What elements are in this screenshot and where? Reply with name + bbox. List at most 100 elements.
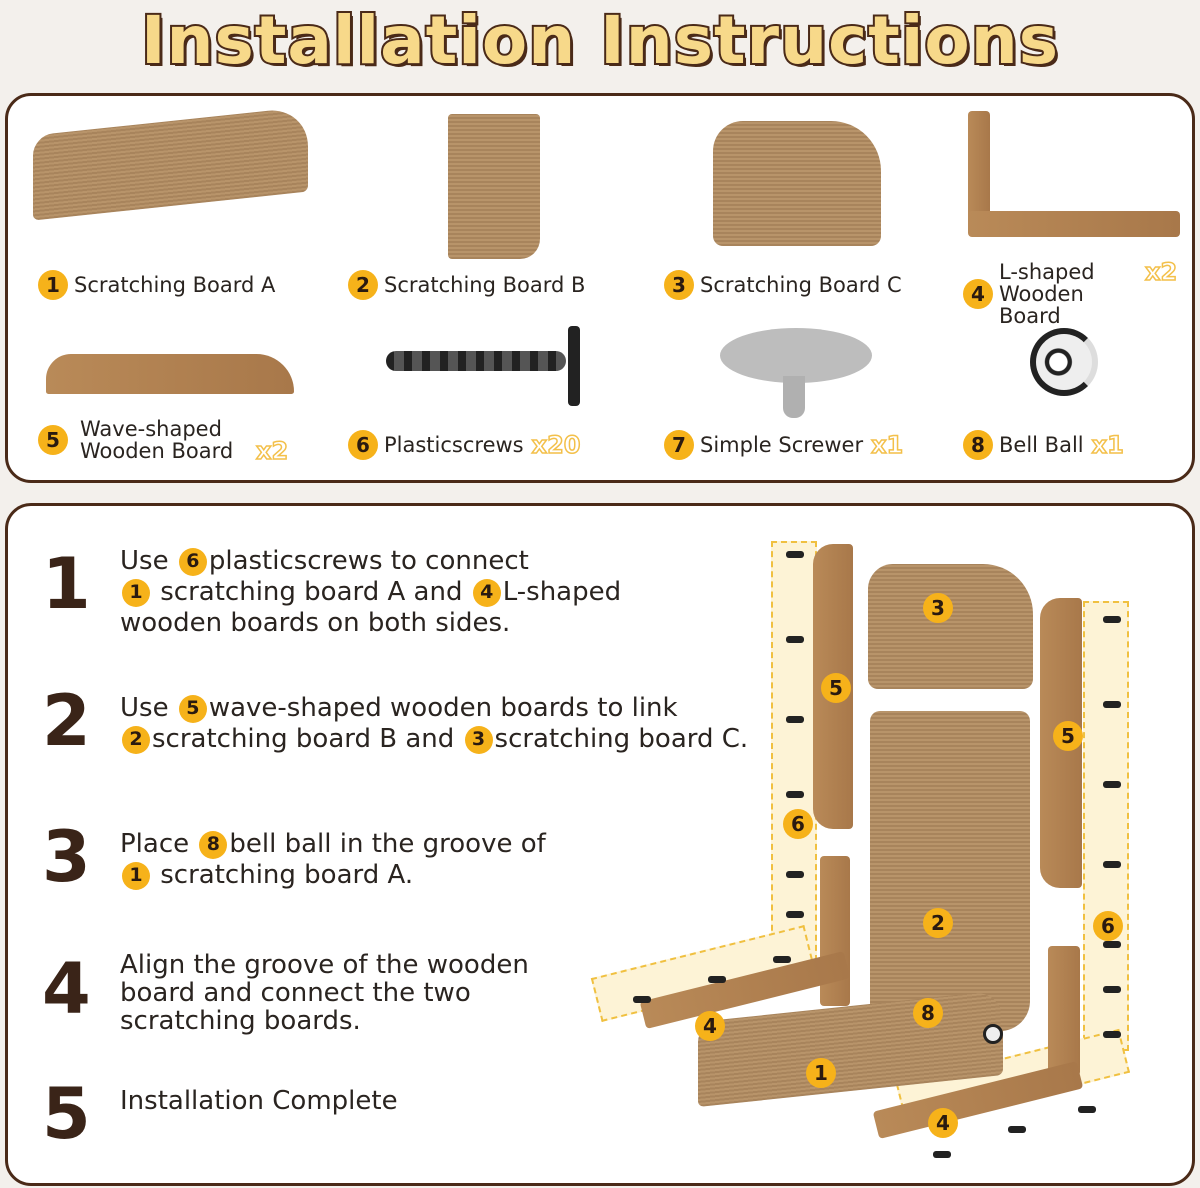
part-name: Simple Screwer <box>700 433 864 457</box>
bell-ball-image <box>1030 328 1098 396</box>
part-number-badge: 1 <box>122 578 150 607</box>
step-text-segment: board and connect the two <box>120 978 471 1008</box>
step-text-segment: scratching boards. <box>120 1006 361 1036</box>
step-text-segment: wooden boards on both sides. <box>120 608 511 638</box>
part-number-badge: 6 <box>178 547 207 576</box>
part-number-badge: 8 <box>963 430 993 460</box>
wave-shaped-board-image <box>46 354 294 394</box>
step-text-segment: wave-shaped wooden boards to link <box>208 693 678 723</box>
step-number: 2 <box>42 680 91 762</box>
part-number-badge: 8 <box>199 830 228 859</box>
step-text-segment: plasticscrews to connect <box>208 546 529 576</box>
step-text-segment: Installation Complete <box>120 1086 398 1116</box>
step-text-segment: scratching board B and <box>152 724 463 754</box>
simple-screwer-handle <box>783 376 805 418</box>
part-quantity: x2 <box>255 437 289 465</box>
scratching-board-b <box>870 711 1030 1031</box>
screw-icon <box>1103 861 1121 868</box>
part-name: Scratching Board B <box>384 273 586 297</box>
page-title: Installation Instructions <box>139 0 1060 81</box>
part-number-badge: 4 <box>472 578 501 607</box>
step-prefix: Use <box>120 693 177 723</box>
diagram-part-label: 5 <box>1053 721 1083 751</box>
scratching-board-c-image <box>713 121 881 246</box>
diagram-part-label: 2 <box>923 908 953 938</box>
screw-icon <box>1078 1106 1096 1113</box>
step-number: 3 <box>42 816 91 898</box>
diagram-part-label: 4 <box>695 1011 725 1041</box>
diagram-part-label: 4 <box>928 1108 958 1138</box>
part-name: Bell Ball <box>999 433 1084 457</box>
step-text-segment: scratching board C. <box>494 724 749 754</box>
part-number-badge: 5 <box>38 425 68 455</box>
part-quantity: x1 <box>1091 431 1125 459</box>
step-number: 4 <box>42 948 91 1030</box>
step-text-segment: scratching board A. <box>152 860 414 890</box>
part-number-badge: 3 <box>464 725 493 754</box>
part-quantity: x1 <box>870 431 904 459</box>
bell-ball <box>983 1024 1003 1044</box>
l-shaped-board-image-base <box>968 211 1180 237</box>
screw-icon <box>786 551 804 558</box>
step-line: Installation Complete <box>120 1086 398 1117</box>
scratching-board-b-image <box>448 114 540 259</box>
scratching-board-a-image <box>33 106 308 221</box>
l-board-right <box>1048 946 1080 1076</box>
step-text-segment: Align the groove of the wooden <box>120 950 529 980</box>
part-name: Plasticscrews <box>384 433 524 457</box>
screw-icon <box>708 976 726 983</box>
plastic-screw-head <box>568 326 580 406</box>
diagram-part-label: 1 <box>806 1058 836 1088</box>
screw-icon <box>933 1151 951 1158</box>
diagram-part-label: 8 <box>913 998 943 1028</box>
diagram-part-label: 6 <box>1093 911 1123 941</box>
part-quantity: x2 <box>1144 258 1178 286</box>
diagram-part-label: 3 <box>923 593 953 623</box>
screw-icon <box>786 911 804 918</box>
step-text: Installation Complete <box>120 1086 398 1117</box>
part-number-badge: 4 <box>963 279 993 309</box>
diagram-part-label: 5 <box>821 673 851 703</box>
step-number: 5 <box>42 1073 91 1155</box>
screw-icon <box>1103 941 1121 948</box>
right-screw-guide <box>1083 601 1129 1051</box>
l-shaped-board-image <box>968 111 990 231</box>
scratching-board-c <box>868 564 1033 689</box>
screw-icon <box>1103 1031 1121 1038</box>
part-number-badge: 7 <box>664 430 694 460</box>
part-name: Scratching Board A <box>74 273 276 297</box>
part-number-badge: 6 <box>348 430 378 460</box>
screw-icon <box>786 791 804 798</box>
screw-icon <box>773 956 791 963</box>
step-line: wooden boards on both sides. <box>120 608 621 639</box>
screw-icon <box>1008 1126 1026 1133</box>
screw-icon <box>1103 616 1121 623</box>
part-name: Scratching Board C <box>700 273 902 297</box>
part-number-badge: 1 <box>38 270 68 300</box>
step-line: Align the groove of the wooden <box>120 951 529 979</box>
step-text-segment: scratching board A and <box>152 577 471 607</box>
diagram-part-label: 6 <box>783 809 813 839</box>
step-line: board and connect the two <box>120 979 529 1007</box>
step-number: 1 <box>42 543 91 625</box>
part-number-badge: 3 <box>664 270 694 300</box>
screw-icon <box>633 996 651 1003</box>
part-name: L-shaped Wooden Board <box>999 260 1095 328</box>
screw-icon <box>786 716 804 723</box>
step-text-segment: bell ball in the groove of <box>229 829 546 859</box>
